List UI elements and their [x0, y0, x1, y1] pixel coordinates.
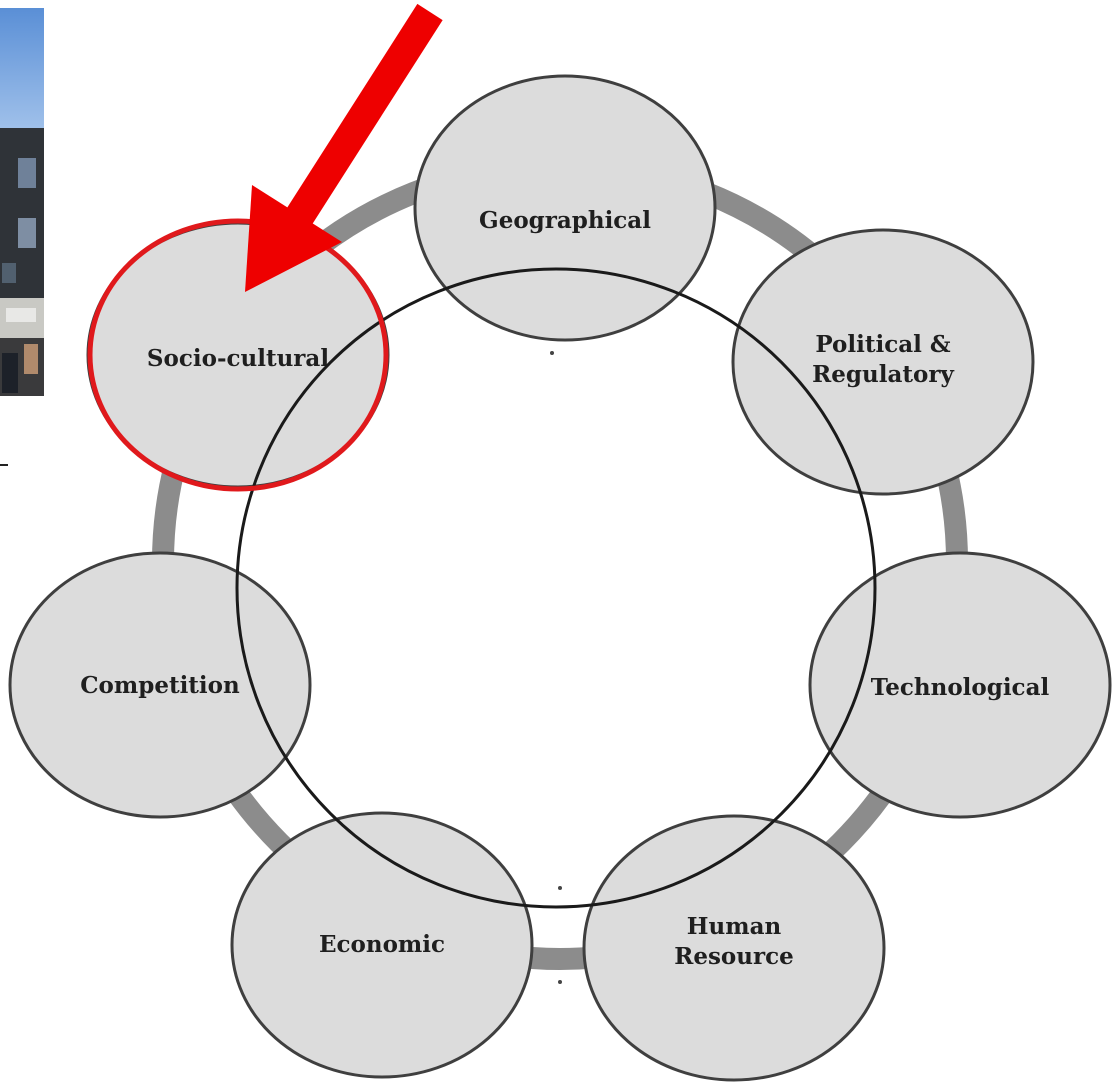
node-circle	[230, 811, 534, 1079]
node-circle	[413, 74, 717, 342]
node-technological: Technological	[808, 551, 1112, 819]
node-label-line: Political &	[815, 331, 951, 358]
node-label-line: Socio-cultural	[147, 345, 329, 372]
highlight-ellipse	[87, 218, 389, 492]
node-label: Competition	[80, 672, 240, 699]
node-label-line: Human	[687, 913, 782, 940]
node-label-line: Regulatory	[812, 361, 954, 388]
node-label-line: Competition	[80, 672, 240, 699]
cropped-photo	[0, 8, 44, 396]
node-geographical: Geographical	[413, 74, 717, 342]
node-economic: Economic	[230, 811, 534, 1079]
ring-dot	[550, 351, 554, 355]
node-political: Political & Regulatory	[731, 228, 1035, 496]
node-circle	[8, 551, 312, 819]
node-label: Socio-cultural	[147, 345, 329, 372]
red-arrow	[245, 3, 443, 292]
node-label: Economic	[319, 931, 445, 958]
node-circle	[731, 228, 1035, 496]
ring-dot	[558, 886, 562, 890]
node-label-line: Economic	[319, 931, 445, 958]
node-label-line: Resource	[674, 943, 794, 970]
node-label-line: Geographical	[479, 207, 651, 234]
center-circle	[235, 267, 877, 909]
node-competition: Competition	[8, 551, 312, 819]
node-label: Technological	[871, 674, 1050, 701]
node-label: Political & Regulatory	[812, 331, 954, 388]
stray-mark	[0, 464, 8, 466]
node-socio-cultural: Socio-cultural	[86, 221, 390, 489]
node-circle	[582, 814, 886, 1082]
node-label-line: Technological	[871, 674, 1050, 701]
ring-dot	[558, 980, 562, 984]
node-circle	[808, 551, 1112, 819]
node-label: Geographical	[479, 207, 651, 234]
